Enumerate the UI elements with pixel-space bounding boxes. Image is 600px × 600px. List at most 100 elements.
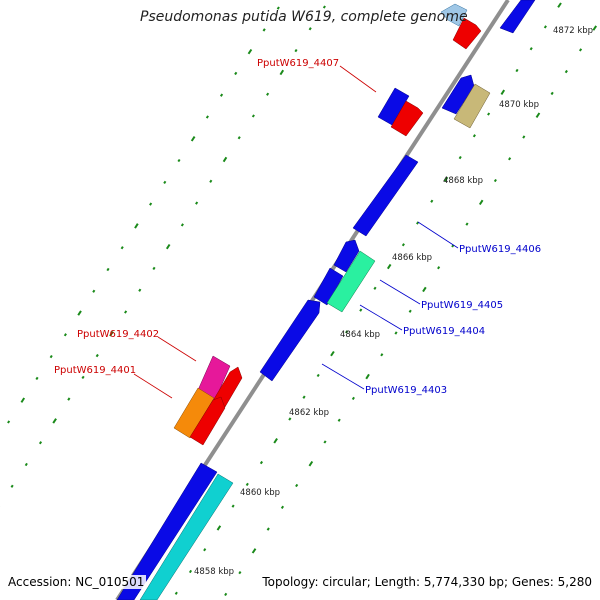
gc-dot	[245, 482, 249, 487]
gc-dot	[543, 25, 547, 29]
gc-dot	[52, 418, 57, 424]
gc-dot	[493, 178, 497, 183]
gene-feature-4403[interactable]	[259, 299, 321, 382]
gc-dot	[259, 460, 264, 465]
gene-feature-4407[interactable]	[390, 100, 424, 137]
kbp-label-4872: 4872 kbp	[553, 26, 593, 36]
gene-feature-4870-olive[interactable]	[453, 83, 491, 129]
gene-feature-4405[interactable]	[313, 267, 344, 306]
gc-dot	[231, 504, 235, 508]
gene-feature-4859-cyan[interactable]	[139, 473, 234, 600]
gc-dot	[430, 199, 434, 203]
gc-dot	[478, 199, 484, 206]
gc-dot	[302, 395, 306, 399]
gc-dot	[134, 223, 139, 229]
gc-dot	[163, 180, 167, 184]
gene-feature-top-red[interactable]	[452, 17, 482, 50]
gc-dot	[209, 179, 213, 183]
gc-dot	[323, 440, 327, 444]
gc-dot	[174, 591, 178, 595]
gene-feature-4404[interactable]	[326, 250, 376, 313]
gene-feature-4406[interactable]	[352, 154, 419, 237]
gc-dot	[437, 266, 441, 270]
leader-line-4407	[339, 65, 377, 93]
gc-dot	[152, 266, 156, 271]
gc-dot	[24, 462, 28, 467]
gc-dot	[10, 484, 14, 488]
gc-dot	[351, 396, 355, 401]
gene-label-4404[interactable]: PputW619_4404	[403, 326, 485, 337]
gene-label-4406[interactable]: PputW619_4406	[459, 244, 541, 255]
gc-dot	[216, 525, 222, 531]
gene-label-4401[interactable]: PputW619_4401	[54, 365, 136, 376]
gc-dot	[149, 202, 153, 206]
gc-dot	[262, 28, 266, 32]
leader-line-4406	[417, 221, 459, 249]
gene-label-4403[interactable]: PputW619_4403	[365, 385, 447, 396]
gc-dot	[273, 438, 278, 444]
gc-dot	[465, 222, 469, 226]
kbp-label-4858: 4858 kbp	[194, 567, 234, 577]
gc-dot	[67, 397, 71, 401]
gc-dot	[401, 243, 405, 247]
gc-dot	[20, 397, 26, 403]
gc-dot	[535, 112, 541, 118]
gc-dot	[578, 48, 583, 52]
gene-label-4402[interactable]: PputW619_4402	[77, 329, 159, 340]
gc-dot	[77, 310, 82, 316]
kbp-label-4860: 4860 kbp	[240, 488, 280, 498]
gc-dot	[288, 417, 292, 421]
gc-dot	[472, 134, 476, 138]
gc-dot	[120, 246, 124, 250]
gene-label-4405[interactable]: PputW619_4405	[421, 300, 503, 311]
gc-dot	[359, 308, 363, 312]
gc-dot	[592, 25, 598, 31]
gc-dot	[529, 47, 533, 51]
gc-dot	[234, 71, 238, 76]
gc-dot	[443, 176, 449, 183]
gc-dot	[138, 288, 142, 292]
gc-dot	[266, 527, 270, 531]
gc-dot	[224, 592, 228, 597]
gene-feature-4859-blue[interactable]	[116, 462, 218, 600]
gene-feature-4871-blue[interactable]	[441, 74, 475, 115]
gc-dot	[337, 418, 341, 422]
gc-dot	[237, 136, 241, 140]
gc-dot	[109, 331, 114, 337]
gene-feature-lightblue[interactable]	[440, 3, 468, 27]
gc-dot	[266, 92, 270, 96]
gene-feature-4401-orange[interactable]	[173, 387, 215, 439]
gc-dot	[557, 2, 562, 8]
gc-dot	[279, 69, 285, 76]
map-title: Pseudomonas putida W619, complete genome	[140, 9, 468, 25]
gc-dot	[522, 135, 526, 139]
gc-dot	[308, 460, 314, 467]
gc-dot	[190, 136, 196, 142]
gene-feature-top-blue[interactable]	[499, 0, 536, 34]
leader-line-4402	[157, 336, 197, 362]
leader-line-4405	[379, 279, 421, 305]
gc-dot	[180, 223, 184, 227]
gc-dot	[345, 330, 349, 334]
gc-dot	[276, 6, 280, 10]
gc-dot	[238, 571, 242, 575]
gene-feature-4405-small[interactable]	[333, 239, 360, 273]
gene-feature-4401[interactable]	[189, 396, 226, 446]
kbp-label-4870: 4870 kbp	[499, 100, 539, 110]
gc-dot	[124, 310, 128, 314]
topology-label: Topology: circular; Length: 5,774,330 bp…	[260, 575, 594, 589]
gc-dot	[295, 483, 299, 488]
gc-dot	[500, 89, 506, 95]
gc-dot	[106, 267, 110, 272]
leader-lines	[133, 65, 459, 399]
gc-dot	[81, 375, 85, 379]
kbp-label-4866: 4866 kbp	[392, 253, 432, 263]
gc-dot	[564, 69, 568, 74]
gene-feature-4407a[interactable]	[377, 87, 410, 126]
gc-dot	[487, 112, 491, 116]
gc-dot	[294, 48, 298, 53]
leader-line-4401	[133, 373, 173, 399]
gene-label-4407[interactable]: PputW619_4407	[257, 58, 339, 69]
gc-dot	[373, 286, 377, 290]
